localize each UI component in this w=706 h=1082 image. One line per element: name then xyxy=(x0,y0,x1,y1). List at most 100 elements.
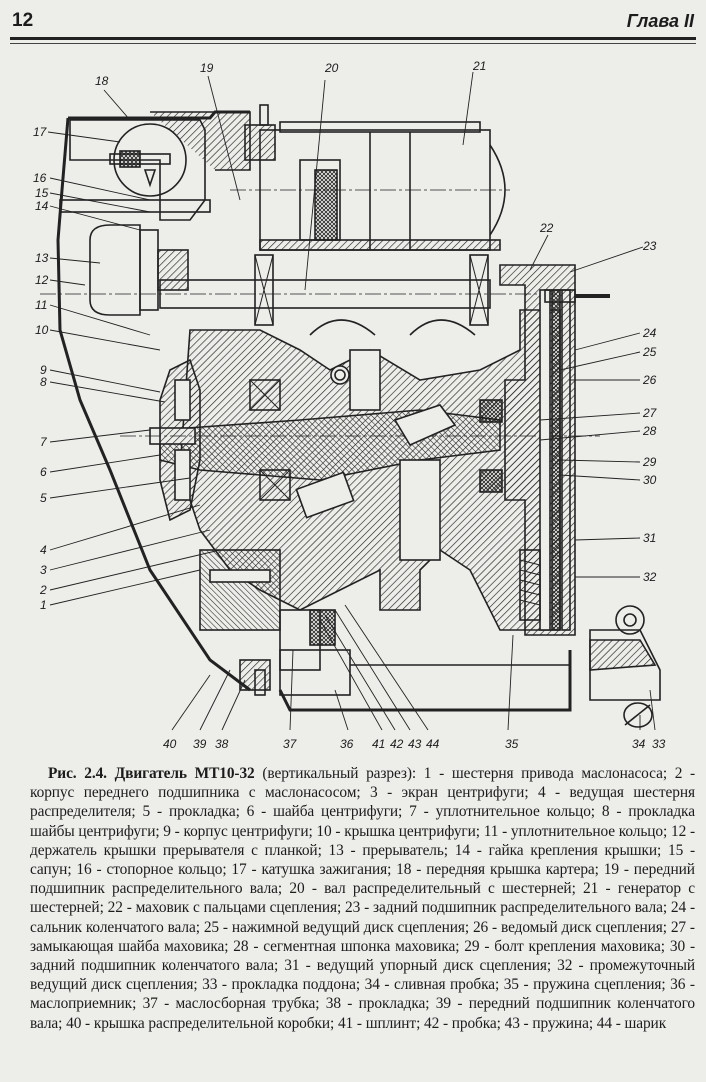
legend-item: 6 - шайба центрифуги; xyxy=(246,803,410,821)
legend-item: 21 - генератор с шестерней; xyxy=(30,880,696,917)
legend-item-number: 19 xyxy=(603,861,619,879)
leader-lines xyxy=(47,71,656,731)
callout-24: 24 xyxy=(642,326,657,340)
legend-item: 14 - гайка крепления крышки; xyxy=(454,841,668,859)
legend-item-text: промежуточный ведущий диск сцепления xyxy=(30,957,695,994)
callout-15: 15 xyxy=(35,186,49,200)
legend-item-number: 22 xyxy=(107,899,123,917)
figure-number: Рис. 2.4. xyxy=(48,765,107,782)
legend-item-text: болт крепления маховика xyxy=(494,937,661,955)
callout-3: 3 xyxy=(40,563,47,577)
callout-44: 44 xyxy=(426,737,440,751)
legend-item-text: экран центрифуги xyxy=(401,784,525,802)
legend-item: 19 - передний подшипник распределительно… xyxy=(30,861,695,898)
legend-item-number: 30 xyxy=(669,937,686,955)
legend-item: 32 - промежуточный ведущий диск сцеплени… xyxy=(30,957,695,994)
legend-item: 4 - ведущая шестерня распределителя; xyxy=(30,784,695,821)
page-number: 12 xyxy=(12,10,34,31)
legend-item: 27 - замыкающая шайба маховика; xyxy=(30,918,695,955)
figure-subtitle: (вертикальный разрез): xyxy=(262,765,417,782)
callout-22: 22 xyxy=(539,221,554,235)
legend-item-text: сапун xyxy=(30,861,68,879)
callout-34: 34 xyxy=(632,737,646,751)
callout-43: 43 xyxy=(408,737,422,751)
legend-item-number: 7 xyxy=(409,803,417,821)
legend-item-text: уплотнительное кольцо xyxy=(435,803,591,821)
legend-item: 35 - пружина сцепления; xyxy=(503,976,671,994)
legend-item-number: 31 xyxy=(284,957,300,975)
callout-2: 2 xyxy=(39,583,47,597)
running-header: 12 Глава II xyxy=(10,6,696,46)
callout-17: 17 xyxy=(33,125,48,139)
legend-item: 25 - нажимной ведущий диск сцепления; xyxy=(203,918,473,936)
legend-item-text: генератор с шестерней xyxy=(30,880,696,917)
legend-item: 7 - уплотнительное кольцо; xyxy=(409,803,602,821)
legend-item-number: 32 xyxy=(557,957,573,975)
callout-19: 19 xyxy=(200,61,214,75)
legend-item-number: 2 xyxy=(674,765,683,782)
legend-item-text: маслосборная трубка xyxy=(175,995,316,1013)
legend-item-text: гайка крепления крышки xyxy=(488,841,658,859)
legend-item-text: сегментная шпонка маховика xyxy=(263,937,456,955)
legend-item-number: 11 xyxy=(483,822,499,840)
header-rule-thin xyxy=(10,43,696,44)
legend-item-number: 12 xyxy=(670,822,687,840)
callout-10: 10 xyxy=(35,323,49,337)
callout-37: 37 xyxy=(283,737,298,751)
legend-item-text: крышка центрифуги xyxy=(344,822,476,840)
legend-item: 30 - задний подшипник коленчатого вала; xyxy=(30,937,695,975)
callout-29: 29 xyxy=(642,455,657,469)
legend-item-number: 43 xyxy=(504,1014,520,1032)
legend-item-number: 4 xyxy=(537,784,546,802)
legend-item: 24 - сальник коленчатого вала; xyxy=(30,899,696,936)
header-rule-thick xyxy=(10,37,696,40)
legend-item: 18 - передняя крышка картера; xyxy=(396,861,604,879)
callout-9: 9 xyxy=(40,363,47,377)
legend-item-number: 21 xyxy=(583,880,599,898)
figure-caption: Рис. 2.4. Двигатель МТ10-32 (вертикальны… xyxy=(30,764,695,1033)
callout-16: 16 xyxy=(33,171,47,185)
legend-item: 42 - пробка; xyxy=(424,1014,505,1032)
legend-item-number: 6 xyxy=(246,803,255,821)
legend-item: 39 - передний подшипник коленчатого вала… xyxy=(30,995,696,1032)
callout-8: 8 xyxy=(40,375,47,389)
legend-item: 40 - крышка распределительной коробки; xyxy=(66,1014,338,1032)
legend-item-text: ведущая шестерня распределителя xyxy=(30,784,695,821)
callout-11: 11 xyxy=(35,298,47,312)
callout-18: 18 xyxy=(95,74,109,88)
legend-item-text: маховик с пальцами сцепления xyxy=(135,899,337,917)
callout-28: 28 xyxy=(642,424,657,438)
legend-item-text: ведомый диск сцепления xyxy=(501,918,663,936)
legend-item-number: 40 xyxy=(66,1014,82,1032)
legend-item: 2 - корпус переднего подшипника с маслон… xyxy=(30,765,696,802)
legend-item-number: 16 xyxy=(76,861,92,879)
callout-38: 38 xyxy=(215,737,229,751)
legend-item-number: 29 xyxy=(464,937,480,955)
callout-26: 26 xyxy=(642,373,657,387)
callout-21: 21 xyxy=(472,59,486,73)
callout-6: 6 xyxy=(40,465,47,479)
legend-item-text: прокладка шайбы центрифуги xyxy=(30,803,695,840)
legend-item: 15 - сапун; xyxy=(30,841,695,879)
legend-item-text: прерыватель xyxy=(362,841,444,859)
legend-item-number: 37 xyxy=(142,995,158,1013)
legend-item-text: корпус центрифуги xyxy=(183,822,309,840)
legend-item-number: 23 xyxy=(345,899,361,917)
callout-13: 13 xyxy=(35,251,49,265)
legend-item: 1 - шестерня привода маслонасоса; xyxy=(423,765,675,782)
legend-item: 8 - прокладка шайбы центрифуги; xyxy=(30,803,695,840)
legend-item-number: 35 xyxy=(503,976,519,994)
legend-item-number: 39 xyxy=(435,995,451,1013)
engine-cross-section-figure: 18 19 20 21 22 23 24 25 26 27 28 29 30 3… xyxy=(0,50,706,760)
legend-item-text: маслоприемник xyxy=(30,995,133,1013)
legend-item: 28 - сегментная шпонка маховика; xyxy=(233,937,465,955)
legend-item-number: 24 xyxy=(670,899,687,917)
legend-item-number: 10 xyxy=(316,822,332,840)
legend-item-text: пружина xyxy=(532,1014,589,1032)
figure-title: Двигатель МТ10-32 xyxy=(114,765,255,782)
callout-31: 31 xyxy=(643,531,656,545)
callout-23: 23 xyxy=(642,239,657,253)
legend-item-text: уплотнительное кольцо xyxy=(510,822,664,840)
legend-item-text: пружина сцепления xyxy=(533,976,662,994)
legend-item: 13 - прерыватель; xyxy=(328,841,455,859)
